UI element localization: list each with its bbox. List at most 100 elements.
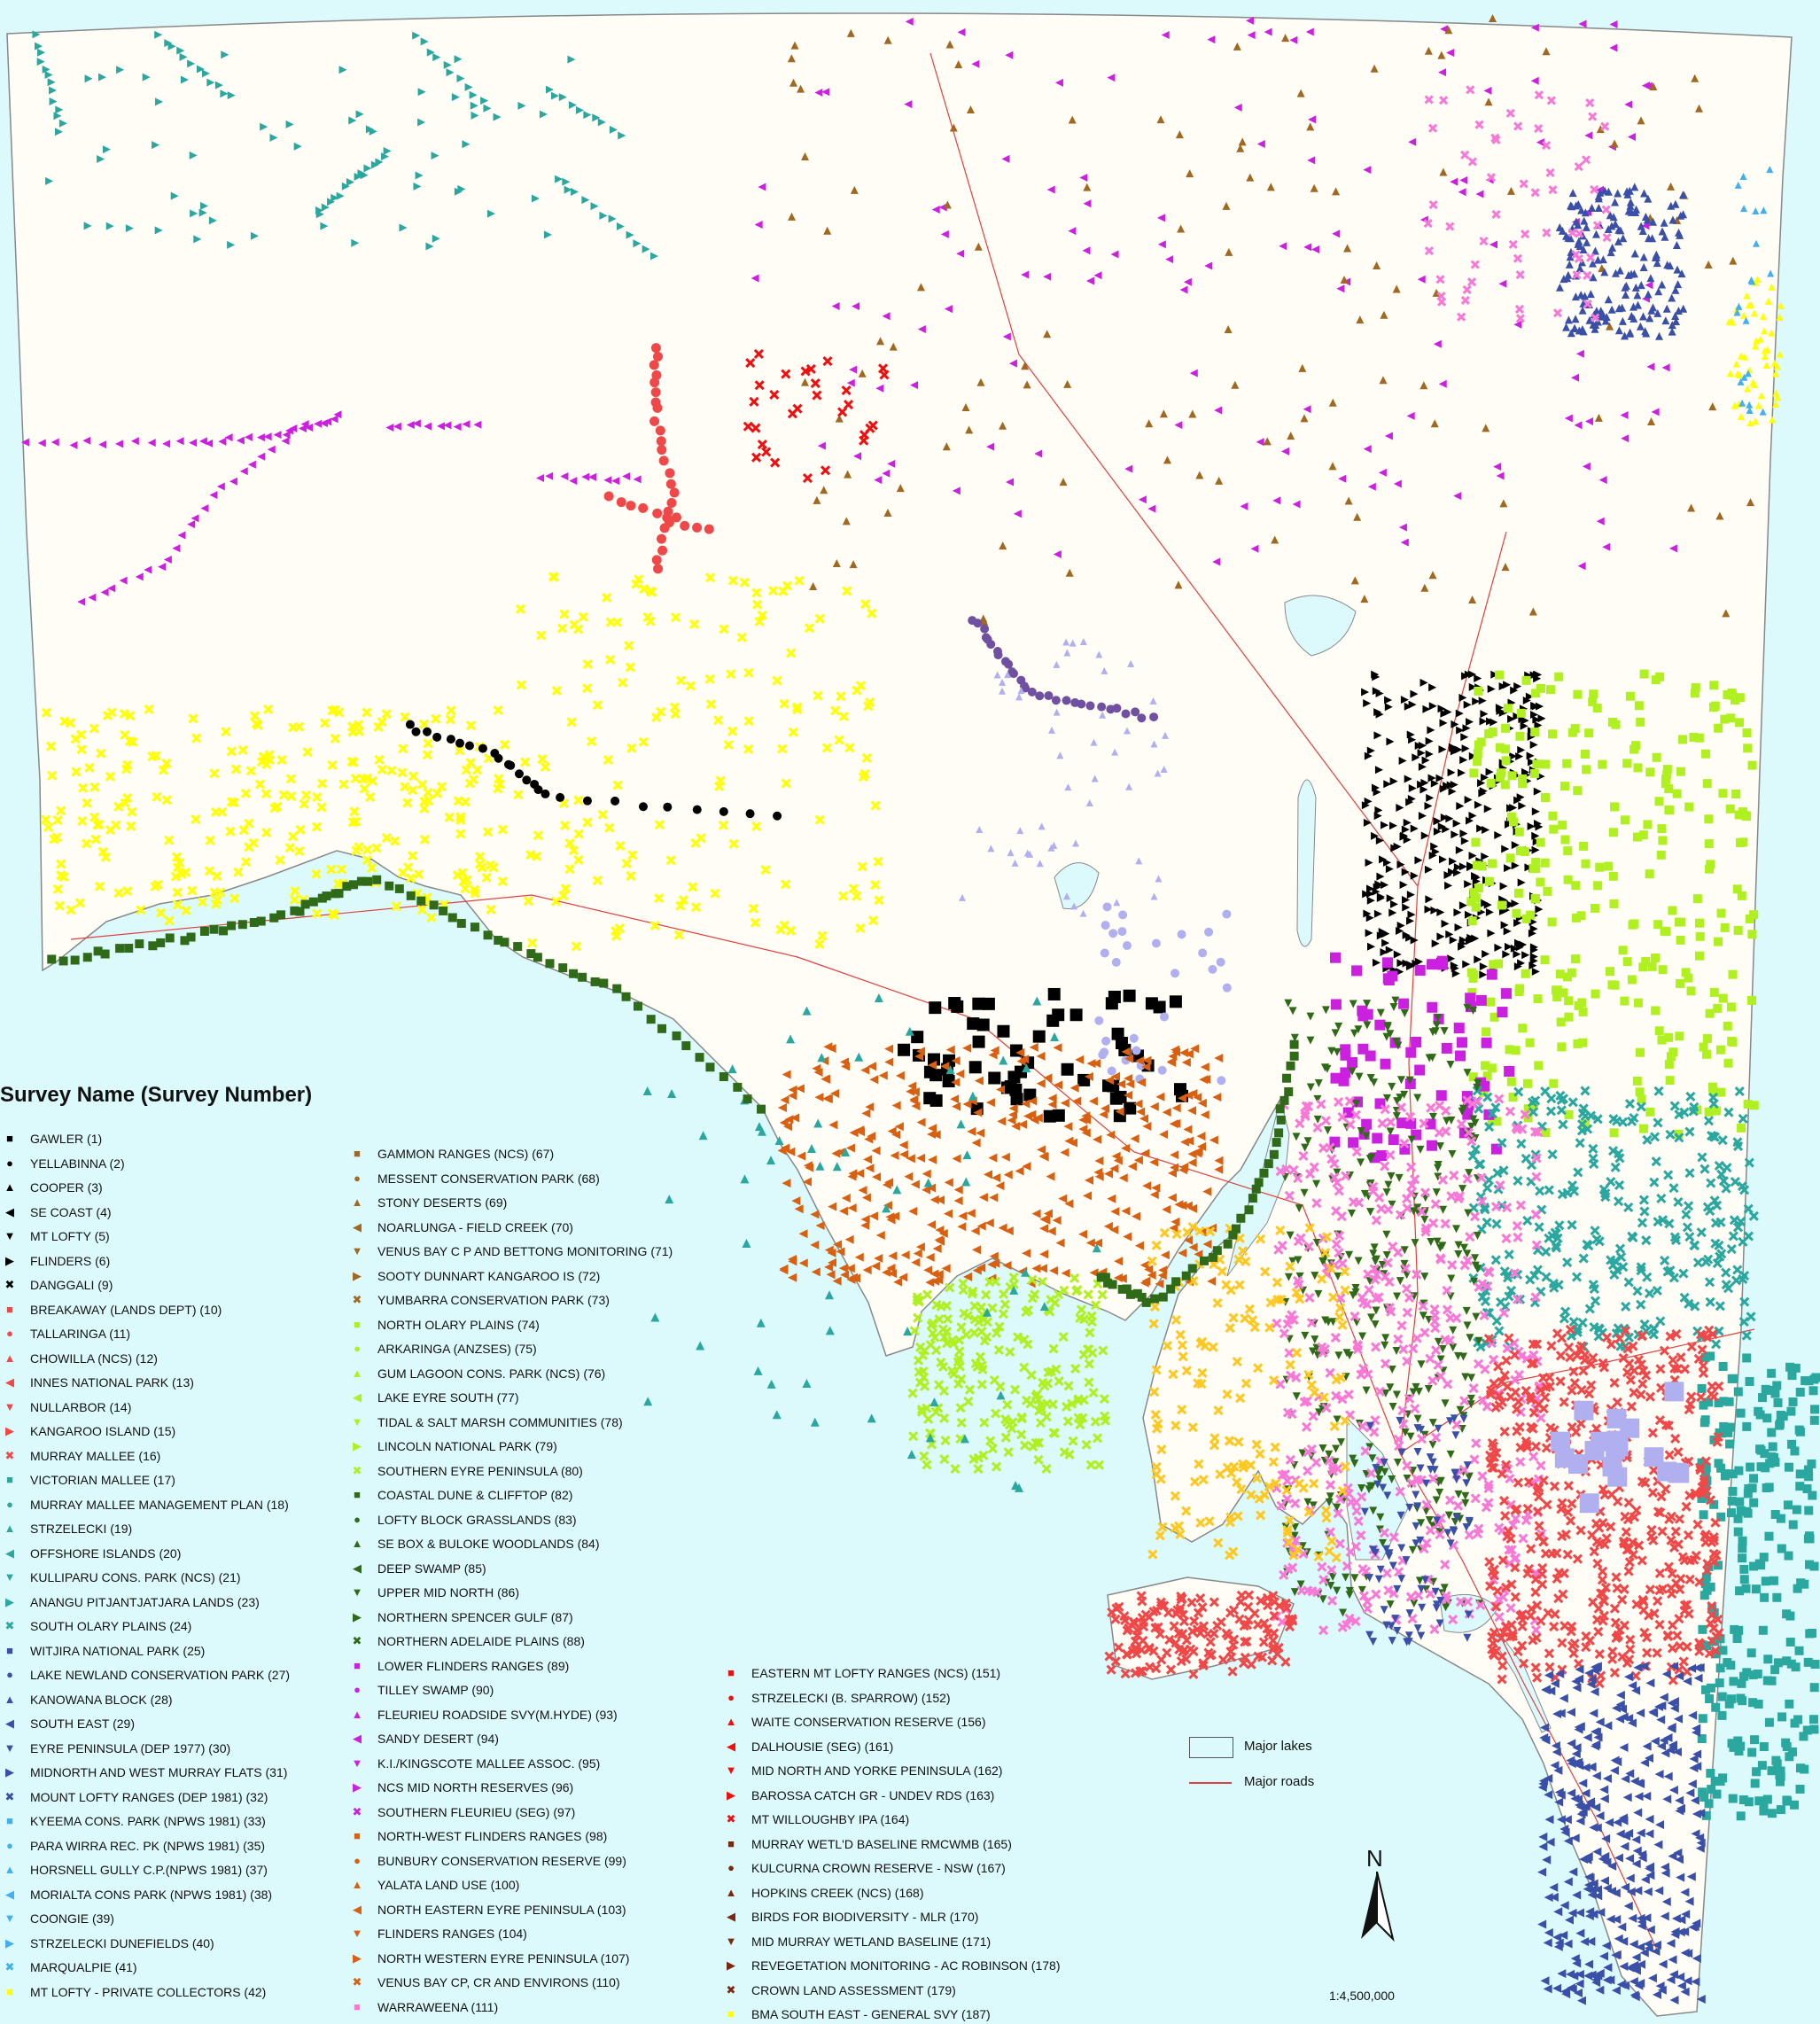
survey-site-marker	[1633, 300, 1642, 309]
survey-site-marker	[282, 431, 291, 440]
survey-site-marker	[1428, 851, 1437, 860]
survey-site-marker	[1580, 1086, 1591, 1096]
survey-site-marker	[1082, 246, 1091, 255]
survey-site-marker	[1484, 1557, 1495, 1568]
survey-site-marker	[1676, 1352, 1686, 1363]
survey-site-marker	[1306, 1083, 1315, 1092]
survey-site-marker	[1086, 1317, 1097, 1327]
survey-site-marker	[978, 1450, 989, 1460]
survey-site-marker	[1333, 1586, 1342, 1595]
survey-site-marker	[1764, 297, 1772, 305]
survey-site-marker	[1007, 849, 1015, 857]
survey-site-marker	[1521, 675, 1531, 685]
survey-site-marker	[1195, 471, 1204, 479]
survey-site-marker	[1187, 1106, 1197, 1116]
survey-site-marker	[1598, 1358, 1608, 1368]
survey-site-marker	[1482, 424, 1490, 432]
survey-site-marker	[1549, 1078, 1559, 1088]
survey-site-marker	[898, 1273, 908, 1282]
survey-site-marker	[1609, 213, 1618, 222]
survey-site-marker	[1651, 253, 1660, 261]
survey-site-marker	[976, 1018, 990, 1031]
survey-site-marker	[1498, 1627, 1509, 1638]
survey-site-marker	[1692, 1257, 1704, 1268]
survey-site-marker	[1633, 291, 1642, 300]
survey-site-marker	[1431, 939, 1440, 948]
survey-site-marker	[1743, 1489, 1753, 1499]
survey-site-marker	[1063, 892, 1071, 900]
survey-site-marker	[1021, 270, 1030, 279]
survey-site-marker	[1768, 283, 1776, 291]
survey-site-marker	[1446, 1292, 1455, 1301]
survey-site-marker	[1489, 960, 1498, 969]
survey-site-marker	[154, 30, 163, 39]
survey-site-marker	[1583, 1389, 1595, 1399]
survey-site-marker	[1458, 1352, 1467, 1361]
survey-site-marker	[1776, 350, 1784, 358]
survey-site-marker	[1784, 1462, 1793, 1472]
survey-site-marker	[124, 736, 135, 746]
survey-site-marker	[1497, 900, 1506, 910]
survey-site-marker	[1804, 1506, 1814, 1515]
survey-site-marker	[1802, 1484, 1812, 1494]
survey-site-marker	[609, 125, 618, 134]
survey-site-marker	[1555, 283, 1564, 292]
survey-site-marker	[1567, 1180, 1578, 1191]
survey-site-marker	[1482, 1266, 1493, 1277]
survey-site-marker	[1462, 724, 1471, 733]
survey-site-marker	[1684, 802, 1694, 812]
survey-site-marker	[1406, 891, 1415, 899]
survey-site-marker	[1395, 1173, 1404, 1182]
survey-site-marker	[1259, 1490, 1270, 1500]
survey-site-marker	[582, 659, 593, 670]
survey-site-marker	[261, 759, 272, 770]
survey-site-marker	[1528, 607, 1537, 616]
survey-site-marker	[455, 812, 466, 822]
survey-site-marker	[1085, 1327, 1095, 1338]
survey-site-marker	[1357, 1363, 1369, 1374]
survey-site-marker	[1499, 1266, 1510, 1277]
survey-site-marker	[1370, 1243, 1379, 1252]
survey-site-marker	[315, 210, 324, 219]
survey-site-marker	[612, 780, 623, 790]
survey-site-marker	[1442, 1285, 1452, 1296]
survey-site-marker	[1726, 370, 1734, 378]
survey-site-marker	[1138, 1635, 1148, 1646]
survey-site-marker	[1164, 1634, 1175, 1646]
survey-site-marker	[1044, 691, 1054, 701]
survey-site-marker	[1372, 887, 1381, 896]
survey-site-marker	[419, 834, 430, 845]
survey-site-marker	[1743, 1203, 1754, 1214]
survey-site-marker	[247, 460, 256, 469]
survey-site-marker	[462, 140, 471, 149]
survey-site-marker	[824, 1245, 834, 1255]
survey-site-marker	[1678, 1656, 1689, 1667]
survey-site-marker	[1038, 1264, 1047, 1273]
survey-site-marker	[906, 1450, 916, 1460]
survey-site-marker	[1654, 1568, 1665, 1579]
survey-site-marker	[1131, 707, 1140, 717]
survey-site-marker	[1598, 1610, 1609, 1621]
survey-site-marker	[1769, 1576, 1778, 1585]
survey-site-marker	[911, 1031, 924, 1044]
survey-site-marker	[305, 424, 314, 432]
survey-site-marker	[1579, 327, 1588, 336]
survey-site-marker	[1061, 1268, 1070, 1278]
survey-site-marker	[1015, 1166, 1024, 1176]
survey-site-marker	[627, 850, 638, 860]
survey-site-marker	[1334, 1022, 1343, 1031]
survey-site-marker	[1465, 993, 1476, 1004]
survey-site-marker	[480, 97, 489, 105]
survey-site-marker	[1792, 1505, 1801, 1514]
survey-site-marker	[1622, 1545, 1632, 1555]
survey-site-marker	[1341, 1171, 1351, 1181]
survey-site-marker	[200, 201, 209, 210]
survey-site-marker	[1625, 1374, 1636, 1385]
survey-site-marker	[1193, 1148, 1202, 1158]
survey-site-marker	[1501, 723, 1511, 733]
survey-site-marker	[1598, 1596, 1609, 1607]
survey-site-marker	[1754, 401, 1762, 409]
survey-site-marker	[940, 230, 949, 238]
survey-site-marker	[1553, 1593, 1564, 1604]
survey-site-marker	[739, 577, 750, 588]
